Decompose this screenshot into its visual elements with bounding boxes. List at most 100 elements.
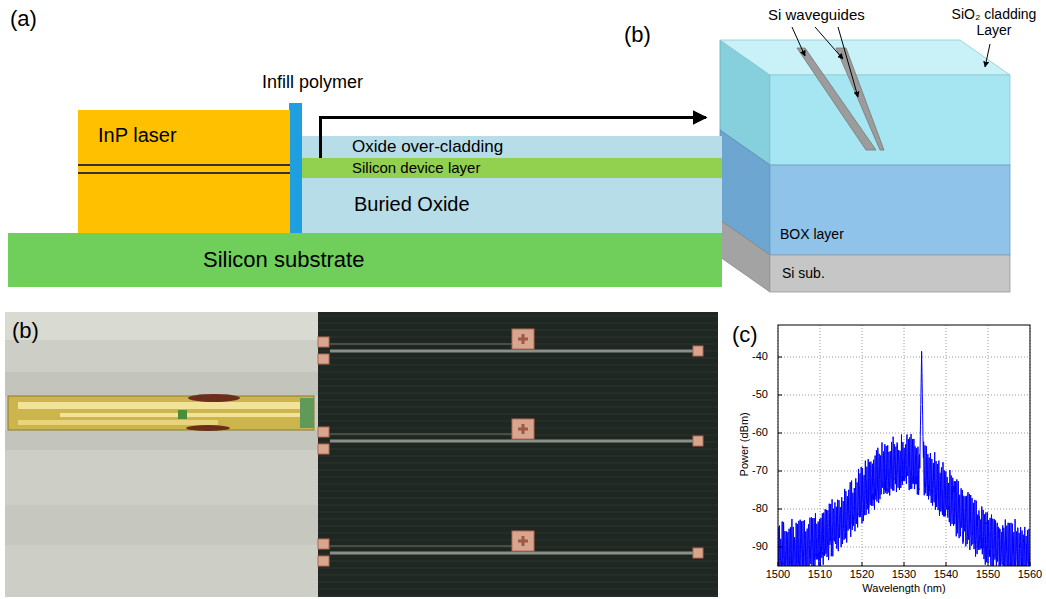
chip-texture bbox=[318, 358, 718, 359]
part-label: Si sub. bbox=[782, 265, 825, 281]
device-layer: Silicon device layer bbox=[302, 158, 722, 178]
heater-trace bbox=[330, 546, 512, 547]
end-pad bbox=[693, 346, 703, 356]
chip-texture bbox=[318, 477, 718, 478]
photo-band bbox=[5, 505, 318, 545]
tick-mark bbox=[778, 509, 782, 510]
layer-label: Oxide over-cladding bbox=[352, 137, 716, 157]
laser-die bbox=[8, 396, 314, 430]
spectrum-trace bbox=[778, 351, 1030, 566]
layer-label: Buried Oxide bbox=[354, 193, 716, 216]
axis-title: Wavelength (nm) bbox=[854, 582, 954, 595]
substrate-front bbox=[770, 255, 1010, 292]
grid-line bbox=[778, 395, 1030, 396]
chip-texture bbox=[318, 491, 718, 492]
spectrum-chart bbox=[778, 325, 1030, 581]
pad-cross bbox=[518, 334, 528, 344]
grid-line bbox=[904, 325, 905, 566]
photo-band bbox=[5, 372, 318, 396]
chip-photo bbox=[5, 312, 718, 597]
end-pad bbox=[693, 548, 703, 558]
tick-mark bbox=[904, 562, 905, 566]
part-label: BOX layer bbox=[780, 226, 844, 242]
tick-mark bbox=[778, 395, 782, 396]
chip-texture bbox=[318, 323, 718, 324]
axis-tick: -90 bbox=[736, 540, 768, 553]
tick-mark bbox=[778, 357, 782, 358]
chip-texture bbox=[318, 393, 718, 394]
chip-texture bbox=[318, 449, 718, 450]
substrate-side bbox=[720, 220, 770, 292]
solder-mark bbox=[186, 425, 230, 431]
laser-contact bbox=[18, 402, 300, 409]
axis-tick: 1500 bbox=[758, 568, 798, 581]
device-row bbox=[318, 419, 703, 454]
pad-cross bbox=[518, 424, 528, 434]
chip-texture bbox=[318, 407, 718, 408]
heater-trace bbox=[330, 434, 512, 435]
tick-mark bbox=[778, 562, 779, 566]
chip-texture bbox=[318, 596, 718, 597]
drawing-part bbox=[318, 316, 718, 596]
axis-tick: -40 bbox=[736, 350, 768, 363]
tick-mark bbox=[1030, 562, 1031, 566]
leader-line bbox=[792, 27, 805, 56]
leader-line bbox=[838, 27, 858, 97]
probe-pad bbox=[512, 419, 534, 439]
probe-pad bbox=[512, 531, 534, 551]
axis-tick: 1560 bbox=[1010, 568, 1046, 581]
chip-texture bbox=[318, 519, 718, 520]
waveguide-trace bbox=[330, 440, 695, 443]
chip-texture bbox=[318, 463, 718, 464]
chip-texture bbox=[318, 414, 718, 415]
infill-polymer-strip bbox=[289, 103, 302, 233]
chip-texture bbox=[318, 386, 718, 387]
panel-letter: (c) bbox=[732, 322, 758, 347]
layer-label: Silicon substrate bbox=[203, 247, 716, 272]
device-row bbox=[318, 329, 703, 364]
chip-texture bbox=[318, 568, 718, 569]
grid-line bbox=[778, 433, 1030, 434]
chip-texture bbox=[318, 575, 718, 576]
solder-mark bbox=[188, 394, 240, 402]
leader-line bbox=[815, 27, 843, 59]
axis-title: Power (dBm) bbox=[738, 394, 751, 494]
chip-texture bbox=[318, 372, 718, 373]
chip-texture bbox=[318, 379, 718, 380]
plot-frame bbox=[778, 325, 1030, 566]
chip-texture bbox=[318, 316, 718, 317]
tick-mark bbox=[862, 562, 863, 566]
photo-band bbox=[5, 312, 318, 340]
chip-texture bbox=[318, 505, 718, 506]
bond-pad bbox=[318, 444, 329, 454]
chip-texture bbox=[318, 470, 718, 471]
grid-line bbox=[778, 509, 1030, 510]
bond-pad bbox=[318, 556, 329, 566]
waveguide-trace bbox=[330, 552, 695, 555]
panel-letter: (b) bbox=[624, 22, 651, 47]
photo-ground bbox=[5, 312, 318, 597]
grid-line bbox=[778, 357, 1030, 358]
chip-texture bbox=[318, 484, 718, 485]
drawing-part bbox=[318, 329, 703, 566]
chip-texture bbox=[318, 554, 718, 555]
si-waveguide-taper bbox=[836, 48, 884, 150]
tick-mark bbox=[778, 547, 782, 548]
tick-mark bbox=[778, 471, 782, 472]
probe-pad bbox=[512, 329, 534, 349]
oxide-layer: Buried Oxide bbox=[302, 178, 722, 233]
axis-tick: -50 bbox=[736, 388, 768, 401]
bond-pad bbox=[318, 337, 329, 347]
leader-line bbox=[985, 44, 990, 67]
heater-trace bbox=[330, 344, 512, 345]
axis-tick: 1540 bbox=[926, 568, 966, 581]
soi-chip bbox=[318, 312, 718, 597]
cladding-layer: Oxide over-cladding bbox=[302, 136, 722, 158]
chip-texture bbox=[318, 442, 718, 443]
axis-tick: -80 bbox=[736, 502, 768, 515]
axis-tick: 1520 bbox=[842, 568, 882, 581]
photo-band bbox=[5, 430, 318, 450]
chip-texture bbox=[318, 526, 718, 527]
tick-mark bbox=[820, 562, 821, 566]
substrate-layer: Silicon substrate bbox=[8, 233, 722, 287]
